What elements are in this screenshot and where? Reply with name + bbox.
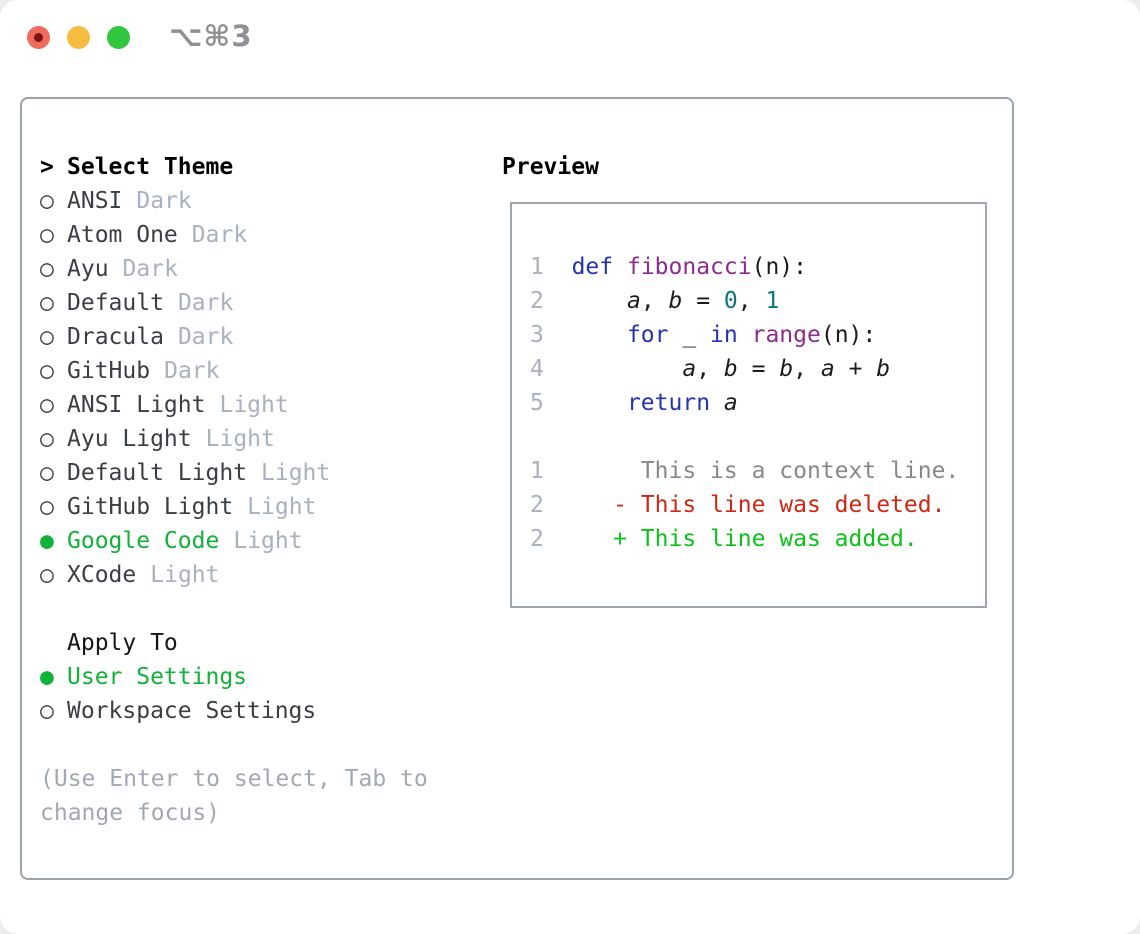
theme-option-google-code[interactable]: ● Google Code Light <box>40 524 428 558</box>
select-theme-heading: Select Theme <box>67 154 234 180</box>
theme-variant-tag: Light <box>233 528 303 554</box>
theme-variant-tag: Dark <box>191 222 248 248</box>
hint-line-1: (Use Enter to select, Tab to <box>40 766 428 792</box>
theme-option-ansi[interactable]: ○ ANSI Dark <box>40 184 428 218</box>
radio-icon: ○ <box>40 494 54 520</box>
code-line: 4 a, b = b, a + b <box>530 356 891 382</box>
zoom-button[interactable] <box>107 26 130 49</box>
code-line: 1 def fibonacci(n): <box>530 254 807 280</box>
minimize-button[interactable] <box>67 26 90 49</box>
apply-option-label: User Settings <box>67 664 248 690</box>
radio-icon: ○ <box>40 324 54 350</box>
theme-variant-tag: Light <box>205 426 275 452</box>
apply-option-workspace-settings[interactable]: ○ Workspace Settings <box>40 694 428 728</box>
radio-icon: ○ <box>40 188 54 214</box>
theme-variant-tag: Dark <box>164 358 220 384</box>
theme-name: XCode <box>67 562 137 588</box>
theme-name: Ayu <box>67 256 109 282</box>
spacer <box>40 728 428 762</box>
theme-option-github[interactable]: ○ GitHub Dark <box>40 354 428 388</box>
theme-name: GitHub Light <box>67 494 234 520</box>
code-sample: 1 def fibonacci(n): 2 a, b = 0, 1 3 for _ … <box>512 204 985 556</box>
radio-icon: ○ <box>40 392 54 418</box>
theme-option-ansi-light[interactable]: ○ ANSI Light Light <box>40 388 428 422</box>
theme-name: Google Code <box>67 528 220 554</box>
theme-variant-tag: Dark <box>177 290 234 316</box>
titlebar: ⌥⌘3 <box>0 0 1140 75</box>
theme-variant-tag: Dark <box>122 256 178 282</box>
code-line: 2 a, b = 0, 1 <box>530 288 780 314</box>
theme-variant-tag: Dark <box>136 188 192 214</box>
radio-icon: ○ <box>40 426 54 452</box>
theme-option-ayu[interactable]: ○ Ayu Dark <box>40 252 428 286</box>
preview-column: Preview 1 def fibonacci(n): 2 a, b = 0, 1… <box>502 150 987 608</box>
theme-option-atom-one[interactable]: ○ Atom One Dark <box>40 218 428 252</box>
radio-selected-icon: ● <box>40 528 54 554</box>
theme-name: Default Light <box>67 460 248 486</box>
window-title: ⌥⌘3 <box>169 19 253 53</box>
code-line: 2 - This line was deleted. <box>530 492 946 518</box>
theme-name: Atom One <box>67 222 178 248</box>
preview-heading: Preview <box>502 154 599 180</box>
theme-name: Ayu Light <box>67 426 192 452</box>
theme-name: GitHub <box>67 358 151 384</box>
theme-option-default[interactable]: ○ Default Dark <box>40 286 428 320</box>
select-theme-header: > Select Theme <box>40 150 428 184</box>
radio-icon: ○ <box>40 698 54 724</box>
apply-to-list: ● User Settings ○ Workspace Settings <box>40 660 428 728</box>
prompt-icon: > <box>40 154 54 180</box>
theme-variant-tag: Light <box>261 460 331 486</box>
theme-name: ANSI Light <box>67 392 206 418</box>
theme-option-xcode[interactable]: ○ XCode Light <box>40 558 428 592</box>
code-line: 3 for _ in range(n): <box>530 322 877 348</box>
radio-icon: ○ <box>40 290 54 316</box>
keyboard-hint: (Use Enter to select, Tab to change focu… <box>40 762 428 830</box>
theme-option-ayu-light[interactable]: ○ Ayu Light Light <box>40 422 428 456</box>
theme-variant-tag: Light <box>247 494 317 520</box>
theme-variant-tag: Light <box>150 562 220 588</box>
spacer <box>40 592 428 626</box>
code-line: 2 + This line was added. <box>530 526 918 552</box>
theme-name: ANSI <box>67 188 123 214</box>
radio-icon: ○ <box>40 358 54 384</box>
apply-option-label: Workspace Settings <box>67 698 317 724</box>
theme-option-github-light[interactable]: ○ GitHub Light Light <box>40 490 428 524</box>
radio-icon: ○ <box>40 256 54 282</box>
theme-option-dracula[interactable]: ○ Dracula Dark <box>40 320 428 354</box>
theme-name: Dracula <box>67 324 164 350</box>
radio-icon: ○ <box>40 460 54 486</box>
apply-to-heading: Apply To <box>67 630 178 656</box>
code-line: 5 return a <box>530 390 738 416</box>
preview-pane: 1 def fibonacci(n): 2 a, b = 0, 1 3 for _ … <box>510 202 987 608</box>
theme-variant-tag: Light <box>219 392 289 418</box>
radio-selected-icon: ● <box>40 664 54 690</box>
code-line <box>530 216 985 250</box>
close-button[interactable] <box>27 26 50 49</box>
radio-icon: ○ <box>40 562 54 588</box>
apply-option-user-settings[interactable]: ● User Settings <box>40 660 428 694</box>
theme-variant-tag: Dark <box>177 324 234 350</box>
theme-name: Default <box>67 290 164 316</box>
code-line: 1 This is a context line. <box>530 458 960 484</box>
radio-icon: ○ <box>40 222 54 248</box>
code-line <box>530 420 985 454</box>
theme-option-default-light[interactable]: ○ Default Light Light <box>40 456 428 490</box>
hint-line-2: change focus) <box>40 800 221 826</box>
